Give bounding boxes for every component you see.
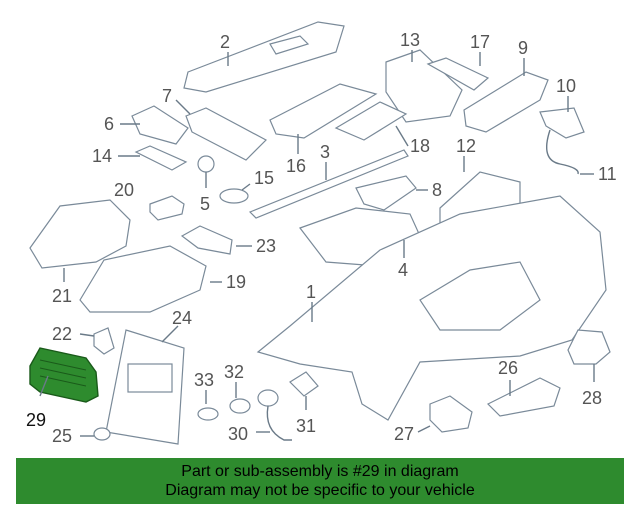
callout-13: 13 (400, 30, 420, 50)
callout-10: 10 (556, 76, 576, 96)
leader-22 (79, 333, 95, 337)
part-19-armrest (79, 245, 207, 313)
part-30-socket (257, 389, 279, 407)
callout-27: 27 (394, 424, 414, 444)
leader-27 (417, 425, 431, 433)
part-24-panel-window (127, 363, 173, 393)
part-17-tray (426, 57, 490, 91)
part-33-plug (197, 407, 219, 421)
part-13-storage-box (385, 49, 463, 123)
callout-32: 32 (224, 362, 244, 382)
part-21-armrest (29, 199, 131, 269)
leader-7 (175, 99, 191, 115)
exploded-parts-diagram: 2 13 17 9 10 6 7 16 18 14 3 12 11 20 15 … (26, 21, 617, 446)
diagram-note-banner: Part or sub-assembly is #29 in diagram D… (16, 458, 624, 504)
part-18-mat (334, 101, 408, 141)
part-2-detail (269, 35, 310, 55)
part-5-knob (197, 155, 215, 173)
part-22-clip (93, 327, 115, 355)
callout-4: 4 (398, 260, 408, 280)
leader-24 (161, 325, 179, 343)
part-27-switch-block (429, 395, 473, 433)
callout-9: 9 (518, 38, 528, 58)
part-1-console-detail (419, 261, 541, 331)
part-3-trim (248, 149, 409, 219)
part-26-switch-strip (486, 377, 561, 417)
callout-11: 11 (598, 164, 617, 184)
part-32-socket (229, 398, 251, 414)
banner-line-1: Part or sub-assembly is #29 in diagram (181, 463, 459, 480)
part-11-cable (546, 129, 579, 175)
part-15-washer (219, 188, 249, 204)
callout-33: 33 (194, 370, 214, 390)
banner-line-2: Diagram may not be specific to your vehi… (165, 482, 475, 499)
callout-20: 20 (114, 180, 134, 200)
part-30-cable (266, 405, 292, 441)
part-2-trim-strip (183, 21, 345, 93)
callout-18: 18 (410, 136, 430, 156)
part-16-mat (269, 83, 378, 139)
part-8-bezel (355, 175, 417, 211)
callout-23: 23 (256, 236, 276, 256)
callout-5: 5 (200, 194, 210, 214)
callout-12: 12 (456, 136, 476, 156)
leader-15 (241, 183, 251, 191)
part-6-holder (131, 105, 189, 145)
part-23-cover (180, 225, 233, 255)
leader-29 (39, 375, 49, 397)
part-10-bracket (539, 107, 585, 139)
callout-29: 29 (26, 410, 46, 430)
callout-1: 1 (306, 282, 316, 302)
callout-15: 15 (254, 168, 274, 188)
callout-16: 16 (286, 156, 306, 176)
part-25-knob (93, 427, 111, 441)
leader-18 (395, 125, 409, 147)
callout-22: 22 (52, 324, 72, 344)
part-9-cover (463, 71, 549, 133)
callout-21: 21 (52, 286, 72, 306)
callout-26: 26 (498, 358, 518, 378)
callout-31: 31 (296, 416, 316, 436)
part-14-pad (134, 145, 188, 171)
callout-25: 25 (52, 426, 72, 446)
part-20-block (149, 195, 185, 221)
part-7-tray (185, 107, 267, 161)
callout-30: 30 (228, 424, 248, 444)
part-31-switch (289, 371, 319, 397)
callout-2: 2 (220, 32, 230, 52)
callout-17: 17 (470, 32, 490, 52)
callout-24: 24 (172, 308, 192, 328)
callout-8: 8 (432, 180, 442, 200)
callout-3: 3 (320, 142, 330, 162)
callout-14: 14 (92, 146, 112, 166)
part-28-gear-selector (567, 329, 611, 365)
callout-28: 28 (582, 388, 602, 408)
callout-7: 7 (162, 86, 172, 106)
callout-6: 6 (104, 114, 114, 134)
callout-19: 19 (226, 272, 246, 292)
